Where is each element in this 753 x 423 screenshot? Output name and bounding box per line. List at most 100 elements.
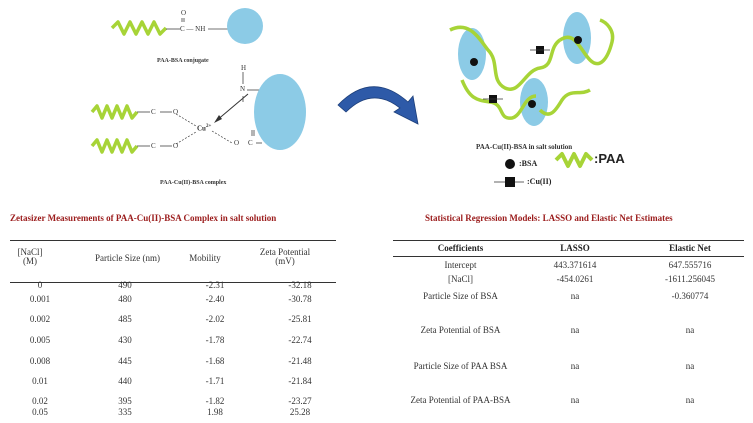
cell-particle-size: 490 [118, 280, 132, 290]
right-table-header-rule [393, 256, 744, 257]
left-table-row: 0.008 445 -1.68 -21.48 [10, 356, 336, 372]
cell-nacl: 0.02 [32, 396, 48, 406]
complex-caption: PAA-Cu(II)-BSA complex [160, 180, 227, 186]
cell-zeta: -21.84 [288, 376, 312, 386]
left-header-nacl: [NaCl] (M) [17, 247, 43, 266]
left-table-top-rule [10, 240, 336, 241]
left-header-zeta: Zeta Potential (mV) [259, 247, 311, 266]
legend-cu-icon [505, 177, 515, 187]
cell-mobility: -2.02 [205, 314, 225, 324]
paa-chain-complex-1 [90, 104, 139, 120]
left-table-row: 0.001 480 -2.40 -30.78 [10, 294, 336, 310]
paa-chain-scene-1 [449, 25, 562, 91]
paa-chain-scene-4 [538, 88, 591, 116]
cell-particle-size: 395 [118, 396, 132, 406]
right-table-top-rule [393, 240, 744, 241]
conjugate-o-label: O [181, 9, 187, 17]
bsa-ellipse-complex [254, 74, 306, 150]
bsa-dot-3 [528, 100, 536, 108]
paa-chain-conjugate [110, 20, 168, 36]
cell-particle-size: 335 [118, 407, 132, 417]
cell-coefficient: Particle Size of PAA BSA [413, 361, 508, 371]
cell-lasso: na [570, 395, 580, 405]
paa-chain-scene-2 [460, 79, 537, 120]
complex-c-label-2: C [151, 142, 156, 150]
cell-mobility: -1.82 [205, 396, 225, 406]
complex-c-label-3: C [248, 139, 253, 147]
cell-coefficient: Intercept [444, 260, 477, 270]
bsa-sphere-conjugate [227, 8, 263, 44]
cell-coefficient: Zeta Potential of PAA-BSA [410, 395, 511, 405]
left-table-title: Zetasizer Measurements of PAA-Cu(II)-BSA… [10, 213, 277, 223]
right-header-lasso: LASSO [560, 243, 590, 253]
legend-cu-label: :Cu(II) [527, 177, 552, 186]
cell-nacl: 0 [37, 280, 43, 290]
cell-nacl: 0.001 [29, 294, 51, 304]
bsa-dot-1 [470, 58, 478, 66]
cell-elastic-net: na [685, 361, 695, 371]
cell-coefficient: Particle Size of BSA [423, 291, 498, 301]
cell-particle-size: 430 [118, 335, 132, 345]
cell-mobility: -1.71 [205, 376, 225, 386]
right-table-row: Zeta Potential of PAA-BSA na na [393, 395, 744, 409]
cell-nacl: 0.008 [29, 356, 51, 366]
cell-lasso: 443.371614 [553, 260, 597, 270]
legend-bsa-label: :BSA [519, 159, 538, 168]
right-table-title: Statistical Regression Models: LASSO and… [425, 213, 673, 223]
right-table-row: [NaCl] -454.0261 -1611.256045 [393, 274, 744, 288]
right-table-row: Particle Size of BSA na -0.360774 [393, 291, 744, 305]
cell-mobility: 1.98 [207, 407, 223, 417]
cell-particle-size: 440 [118, 376, 132, 386]
cell-mobility: -2.31 [205, 280, 225, 290]
cell-lasso: na [570, 361, 580, 371]
left-table-row: 0 490 -2.31 -32.18 [10, 280, 336, 296]
left-table-header-rule [10, 282, 336, 283]
complex-o-label-3: O [234, 139, 240, 147]
cell-elastic-net: na [685, 325, 695, 335]
cell-nacl: 0.05 [32, 407, 48, 417]
cell-elastic-net: 647.555716 [668, 260, 712, 270]
cell-nacl: 0.005 [29, 335, 51, 345]
cell-zeta: -23.27 [288, 396, 312, 406]
complex-h-label: H [241, 64, 247, 72]
legend-paa-label: :PAA [594, 151, 625, 166]
right-table-row: Particle Size of PAA BSA na na [393, 361, 744, 375]
cell-mobility: -1.68 [205, 356, 225, 366]
cell-nacl: 0.01 [32, 376, 48, 386]
cell-coefficient: Zeta Potential of BSA [420, 325, 501, 335]
cell-zeta: -25.81 [288, 314, 312, 324]
complex-n-label: N [240, 85, 246, 93]
right-table-row: Intercept 443.371614 647.555716 [393, 260, 744, 274]
complex-c-label-1: C [151, 108, 156, 116]
left-table-row: 0.005 430 -1.78 -22.74 [10, 335, 336, 351]
left-header-mobility: Mobility [189, 253, 221, 263]
left-header-particle-size: Particle Size (nm) [95, 253, 160, 263]
cell-particle-size: 445 [118, 356, 132, 366]
right-table-row: Zeta Potential of BSA na na [393, 325, 744, 339]
left-table-row: 0.02 395 -1.82 -23.27 [10, 396, 336, 408]
paa-chain-complex-2 [90, 138, 139, 154]
cell-zeta: -21.48 [288, 356, 312, 366]
left-table-row: 0.05 335 1.98 25.28 [10, 407, 336, 419]
cell-lasso: -454.0261 [556, 274, 594, 284]
cell-zeta: -22.74 [288, 335, 312, 345]
cell-zeta: -32.18 [288, 280, 312, 290]
complex-cu-label: Cu2+ [197, 124, 212, 133]
cell-lasso: na [570, 325, 580, 335]
conjugate-caption: PAA-BSA conjugate [157, 58, 209, 64]
cell-mobility: -2.40 [205, 294, 225, 304]
left-table-row: 0.002 485 -2.02 -25.81 [10, 314, 336, 330]
schematic-drawing [90, 8, 615, 187]
right-header-coefficients: Coefficients [437, 243, 484, 253]
complex-o-label-2: O [173, 142, 179, 150]
cell-particle-size: 485 [118, 314, 132, 324]
salt-scene-caption: PAA-Cu(II)-BSA in salt solution [476, 143, 573, 151]
cell-nacl: 0.002 [29, 314, 51, 324]
cell-elastic-net: -0.360774 [671, 291, 709, 301]
conjugate-amide-label: C — NH [180, 25, 206, 33]
cell-zeta: 25.28 [289, 407, 311, 417]
complex-o-label-1: O [173, 108, 179, 116]
cell-zeta: -30.78 [288, 294, 312, 304]
legend-bsa-icon [505, 159, 515, 169]
